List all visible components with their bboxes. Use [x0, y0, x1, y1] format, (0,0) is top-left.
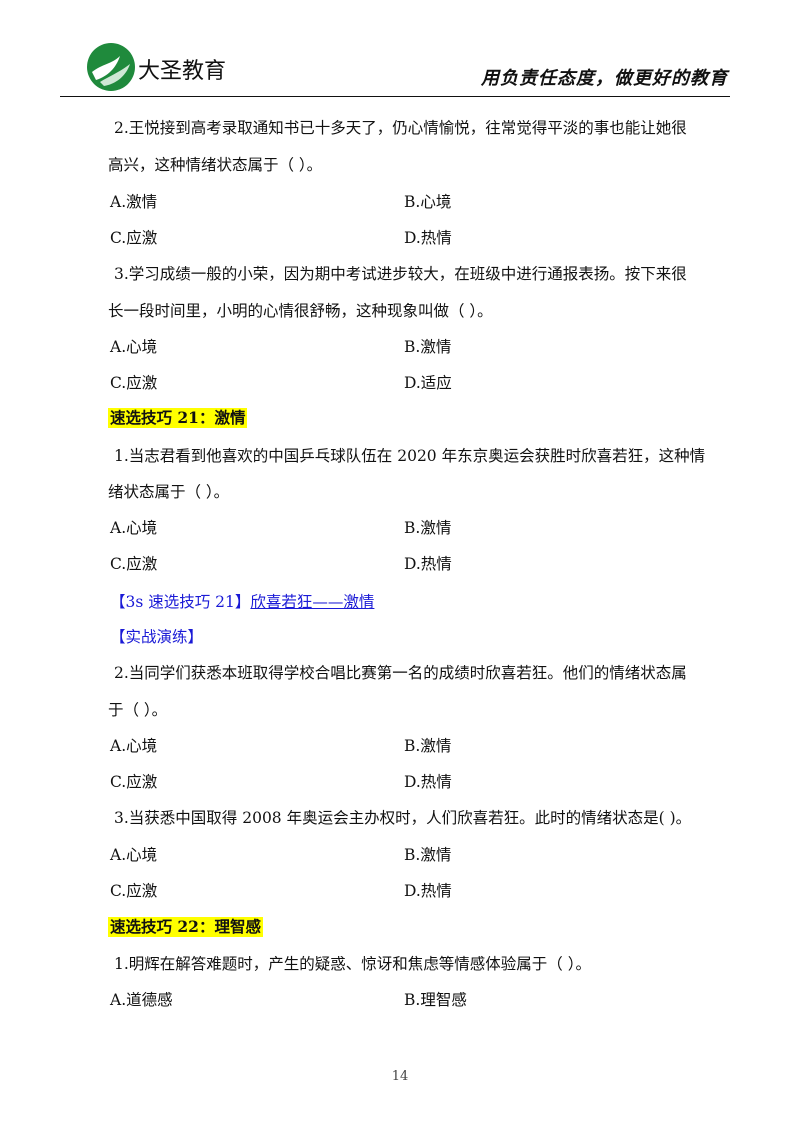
option-d: D.热情 — [404, 555, 452, 573]
option-d: D.热情 — [404, 773, 452, 791]
option-c: C.应激 — [110, 882, 158, 900]
option-b: B.激情 — [404, 737, 452, 755]
question-text: 长一段时间里，小明的心情很舒畅，这种现象叫做（ ）。 — [108, 302, 493, 320]
tip-label: 【3s 速选技巧 21】 — [110, 593, 251, 611]
option-a: A.心境 — [110, 338, 158, 356]
option-c: C.应激 — [110, 229, 158, 247]
question-text: 3.学习成绩一般的小荣，因为期中考试进步较大，在班级中进行通报表扬。按下来很 — [114, 265, 687, 283]
question-text: 1.明辉在解答难题时，产生的疑惑、惊讶和焦虑等情感体验属于（ ）。 — [114, 955, 591, 973]
option-c: C.应激 — [110, 374, 158, 392]
tip-line: 【3s 速选技巧 21】欣喜若狂——激情 — [110, 592, 374, 612]
option-b: B.激情 — [404, 519, 452, 537]
option-b: B.心境 — [404, 193, 452, 211]
question-text: 1.当志君看到他喜欢的中国乒乓球队伍在 2020 年东京奥运会获胜时欣喜若狂，这… — [114, 447, 706, 465]
page-header: 大圣教育 用负责任态度，做更好的教育 — [60, 40, 730, 98]
option-a: A.心境 — [110, 846, 158, 864]
tip-rule: 欣喜若狂——激情 — [250, 593, 375, 611]
question-text: 高兴，这种情绪状态属于（ ）。 — [108, 156, 323, 174]
brand-name: 大圣教育 — [138, 59, 227, 84]
option-a: A.心境 — [110, 737, 158, 755]
option-d: D.热情 — [404, 229, 452, 247]
question-text: 绪状态属于（ ）。 — [108, 483, 230, 501]
option-a: A.激情 — [110, 193, 158, 211]
option-a: A.心境 — [110, 519, 158, 537]
question-text: 于（ ）。 — [108, 701, 168, 719]
page-number: 14 — [391, 1069, 409, 1084]
option-b: B.激情 — [404, 338, 452, 356]
question-text: 2.当同学们获悉本班取得学校合唱比赛第一名的成绩时欣喜若狂。他们的情绪状态属 — [114, 664, 687, 682]
option-d: D.热情 — [404, 882, 452, 900]
option-b: B.激情 — [404, 846, 452, 864]
option-c: C.应激 — [110, 773, 158, 791]
option-b: B.理智感 — [404, 991, 467, 1009]
practice-label: 【实战演练】 — [110, 628, 204, 646]
question-text: 2.王悦接到高考录取通知书已十多天了，仍心情愉悦，往常觉得平淡的事也能让她很 — [114, 119, 687, 137]
header-divider — [60, 96, 730, 97]
option-c: C.应激 — [110, 555, 158, 573]
section-title: 速选技巧 21：激情 — [108, 408, 248, 428]
option-d: D.适应 — [404, 374, 452, 392]
option-a: A.道德感 — [110, 991, 173, 1009]
section-title: 速选技巧 22：理智感 — [108, 917, 263, 937]
question-text: 3.当获悉中国取得 2008 年奥运会主办权时，人们欣喜若狂。此时的情绪状态是(… — [114, 809, 692, 827]
brand-logo-icon — [87, 43, 135, 91]
header-slogan: 用负责任态度，做更好的教育 — [481, 68, 728, 89]
